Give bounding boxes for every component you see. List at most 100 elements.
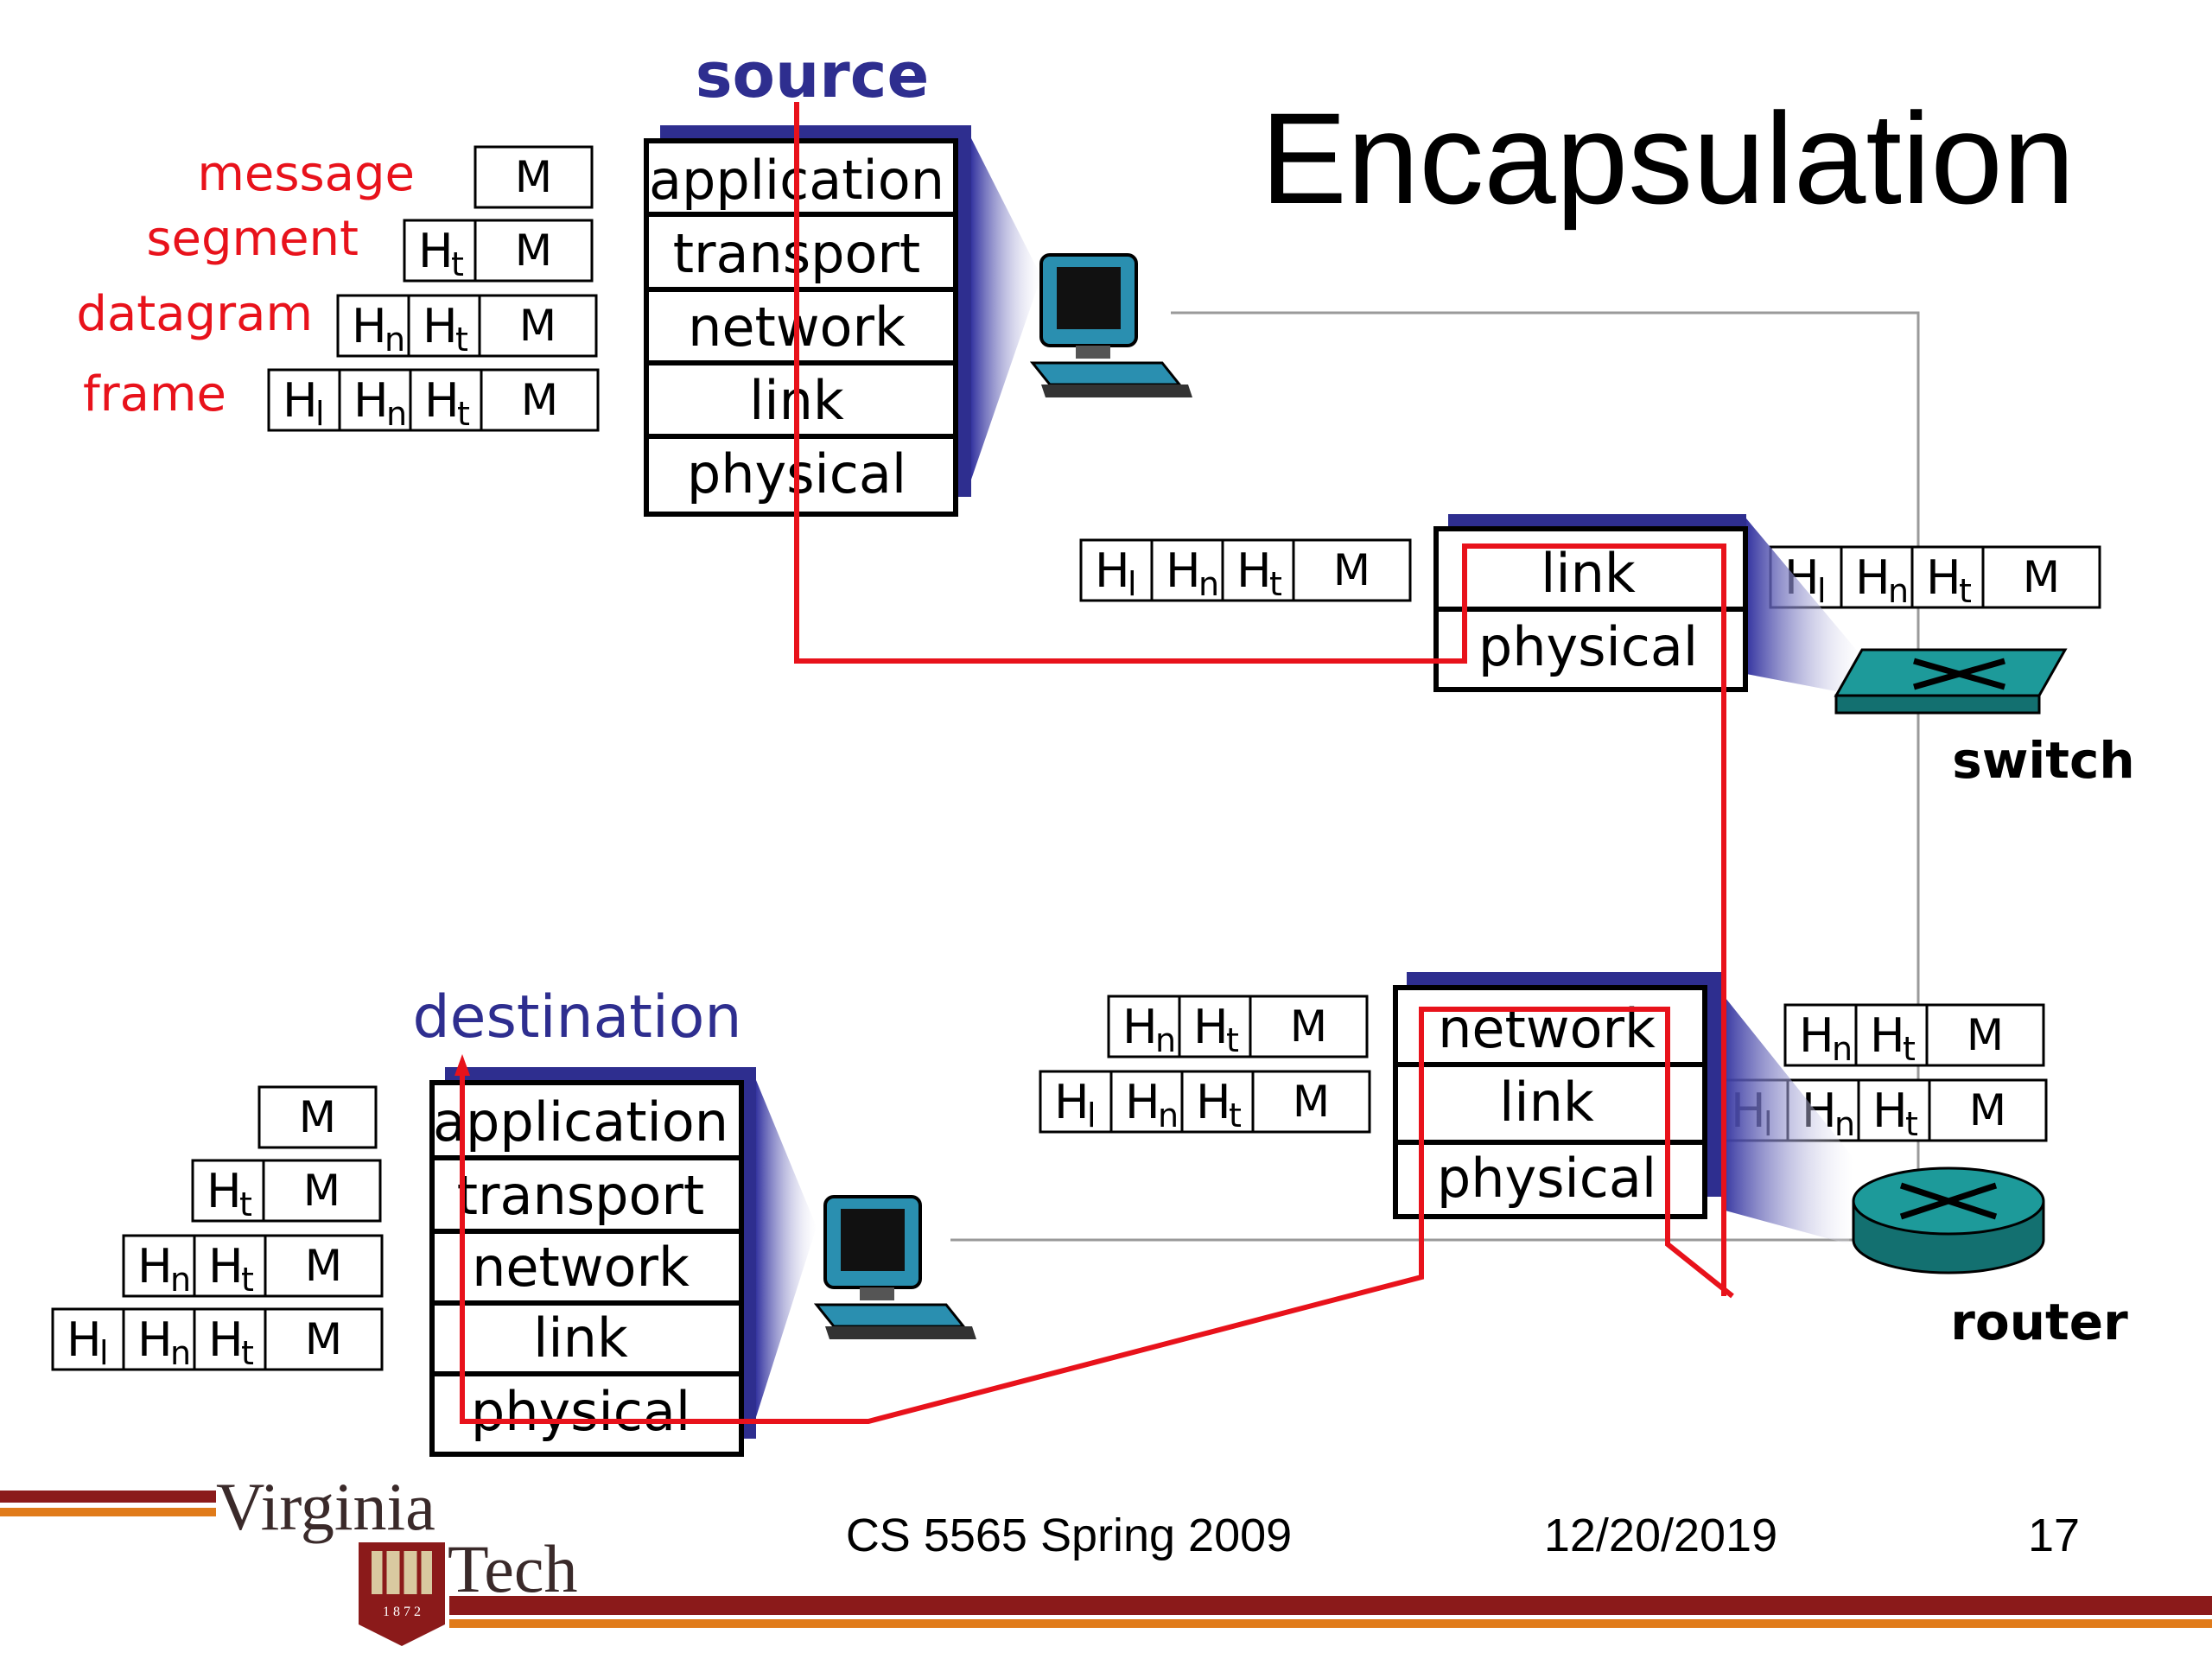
logo-year: 1 8 7 2 xyxy=(383,1605,421,1619)
header-subscript: n xyxy=(1832,1030,1853,1068)
header-subscript: n xyxy=(1198,565,1219,603)
destination-layer-transport: transport xyxy=(457,1164,704,1227)
header-subscript: t xyxy=(1905,1105,1918,1143)
packet-message: M xyxy=(305,1241,342,1291)
packet: Hl Hn Ht M xyxy=(267,368,600,433)
packet-header-n: Hn xyxy=(1125,1075,1179,1135)
header-letter: H xyxy=(424,373,460,428)
packet-header-l: Hl xyxy=(67,1313,109,1372)
source-label: source xyxy=(696,39,930,111)
header-letter: H xyxy=(1054,1075,1090,1129)
header-letter: H xyxy=(1122,1000,1158,1054)
packet-message: M xyxy=(1967,1010,2004,1060)
router-layer-network: network xyxy=(1438,997,1656,1060)
header-subscript: n xyxy=(170,1334,191,1372)
packet-header-n: Hn xyxy=(1166,543,1219,603)
header-letter: H xyxy=(1872,1084,1908,1138)
header-letter: H xyxy=(208,1239,244,1294)
packet: Hn Ht M xyxy=(122,1234,384,1299)
source-beam xyxy=(971,138,1041,480)
legend-frame: frame xyxy=(83,366,226,423)
header-letter: H xyxy=(1926,550,1961,605)
header-letter: H xyxy=(1125,1075,1160,1129)
logo-line2: Tech xyxy=(448,1531,577,1606)
destination-label: destination xyxy=(412,983,741,1052)
router-layer-physical: physical xyxy=(1437,1147,1656,1210)
legend-datagram: datagram xyxy=(76,286,313,342)
encapsulation-legend: message segment datagram frame xyxy=(76,146,415,423)
header-subscript: t xyxy=(451,245,464,283)
header-subscript: t xyxy=(239,1185,252,1224)
packet-header-t: Ht xyxy=(424,373,470,433)
packet-header-l: Hl xyxy=(283,373,325,433)
header-letter: H xyxy=(353,373,389,428)
header-subscript: t xyxy=(1903,1030,1916,1068)
header-subscript: t xyxy=(241,1261,254,1299)
header-letter: H xyxy=(1095,543,1130,598)
network-links xyxy=(950,311,1920,1242)
header-subscript: t xyxy=(1229,1096,1242,1135)
footer-page-number: 17 xyxy=(2028,1510,2080,1561)
switch-layer-link: link xyxy=(1541,542,1636,605)
header-letter: H xyxy=(352,299,387,353)
header-letter: H xyxy=(137,1313,173,1367)
packet-message: M xyxy=(521,375,558,425)
page-title: Encapsulation xyxy=(1261,86,2075,231)
source-computer-icon xyxy=(1029,253,1192,397)
header-letter: H xyxy=(1855,550,1891,605)
switch-node: link physical switch xyxy=(1433,514,2135,790)
header-letter: H xyxy=(1196,1075,1231,1129)
packet-header-n: Hn xyxy=(137,1313,191,1372)
destination-layer-physical: physical xyxy=(471,1380,690,1443)
switch-label: switch xyxy=(1952,731,2134,790)
header-subscript: n xyxy=(1158,1096,1179,1135)
packet-header-t: Ht xyxy=(418,224,464,283)
packet-header-t: Ht xyxy=(207,1164,252,1224)
packet-header-t: Ht xyxy=(208,1313,254,1372)
packet-message: M xyxy=(299,1092,336,1142)
header-letter: H xyxy=(283,373,318,428)
header-subscript: l xyxy=(99,1334,109,1372)
header-letter: H xyxy=(67,1313,102,1367)
packet-header-n: Hn xyxy=(1799,1008,1853,1068)
source-host: source application transport network lin… xyxy=(644,39,1192,517)
packet-header-t: Ht xyxy=(423,299,468,359)
router-label: router xyxy=(1950,1293,2128,1351)
legend-segment: segment xyxy=(146,211,359,267)
header-subscript: t xyxy=(455,321,468,359)
header-subscript: l xyxy=(1817,572,1827,610)
packet-message: M xyxy=(303,1166,340,1216)
header-subscript: t xyxy=(1226,1021,1239,1059)
destination-layer-network: network xyxy=(472,1236,690,1299)
packet-header-l: Hl xyxy=(1054,1075,1096,1135)
footer: Virginia 1 8 7 2 Tech CS 5565 Spring 200… xyxy=(0,1469,2212,1646)
footer-date: 12/20/2019 xyxy=(1544,1510,1777,1561)
header-subscript: n xyxy=(1834,1105,1855,1143)
packet-header-t: Ht xyxy=(1870,1008,1916,1068)
packet-header-n: Hn xyxy=(137,1239,191,1299)
packet-header-n: Hn xyxy=(352,299,405,359)
virginia-tech-logo: Virginia 1 8 7 2 Tech xyxy=(216,1469,577,1646)
header-letter: H xyxy=(208,1313,244,1367)
header-letter: H xyxy=(423,299,458,353)
packet-header-t: Ht xyxy=(1926,550,1972,610)
header-subscript: t xyxy=(1959,572,1972,610)
packet: Ht M xyxy=(191,1159,382,1224)
header-letter: H xyxy=(1799,1008,1834,1063)
packet-message: M xyxy=(519,301,556,351)
packet-message: M xyxy=(1290,1001,1327,1052)
packet: M xyxy=(257,1085,378,1149)
packet-header-t: Ht xyxy=(1872,1084,1918,1143)
packet-header-t: Ht xyxy=(1196,1075,1242,1135)
packet-header-n: Hn xyxy=(353,373,407,433)
packet-message: M xyxy=(515,152,552,202)
header-subscript: l xyxy=(1128,565,1137,603)
switch-beam xyxy=(1746,518,1862,691)
logo-line1: Virginia xyxy=(216,1469,435,1544)
packet-message: M xyxy=(1969,1085,2006,1135)
